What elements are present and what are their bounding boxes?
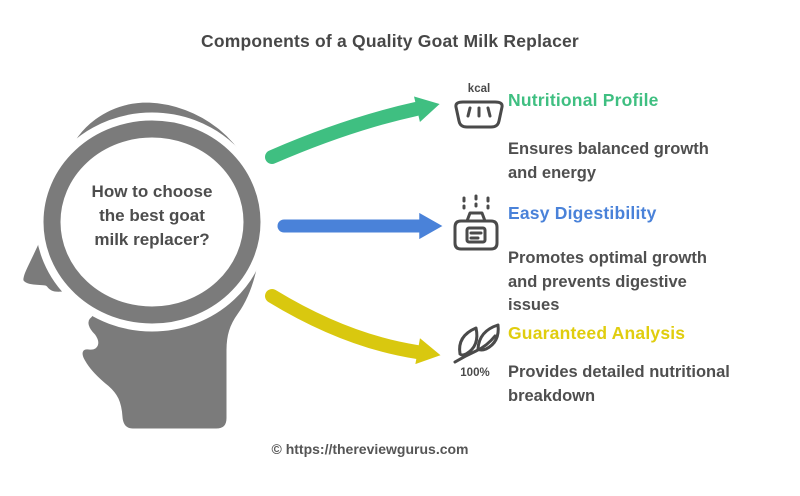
brain-circle xyxy=(43,120,261,324)
leaves-100-percent-icon: 100% xyxy=(453,323,500,379)
hundred-percent-label: 100% xyxy=(460,367,489,379)
item1-heading: Nutritional Profile xyxy=(508,90,659,110)
kcal-icon-label: kcal xyxy=(468,83,490,95)
arrow-yellow xyxy=(260,284,448,370)
steaming-pot-icon xyxy=(453,194,499,251)
page-title: Components of a Quality Goat Milk Replac… xyxy=(201,31,579,51)
item3-description: Provides detailed nutritional breakdown xyxy=(508,363,730,405)
head-question: How to choose the best goat milk replace… xyxy=(91,182,213,249)
footer-credit: © https://thereviewgurus.com xyxy=(271,441,469,457)
arrow-green xyxy=(260,90,447,169)
item1-description: Ensures balanced growth and energy xyxy=(508,140,709,182)
brain-ring-gap xyxy=(35,112,269,332)
item2-heading: Easy Digestibility xyxy=(508,203,657,223)
item3-heading: Guaranteed Analysis xyxy=(508,323,686,343)
arrow-blue xyxy=(273,206,450,246)
item2-description: Promotes optimal growth and prevents dig… xyxy=(508,249,707,314)
kcal-dish-icon: kcal xyxy=(454,83,504,129)
